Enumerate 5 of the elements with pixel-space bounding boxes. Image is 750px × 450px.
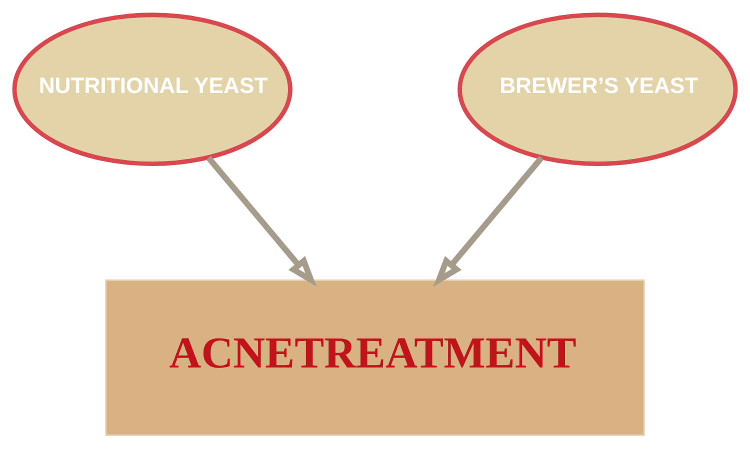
- node-ellipse: BREWER’S YEAST: [458, 12, 738, 166]
- node-box: ACNETREATMENT: [105, 280, 645, 436]
- node-ellipse: NUTRITIONAL YEAST: [12, 12, 292, 166]
- arrow: [433, 156, 544, 287]
- arrow: [206, 156, 317, 287]
